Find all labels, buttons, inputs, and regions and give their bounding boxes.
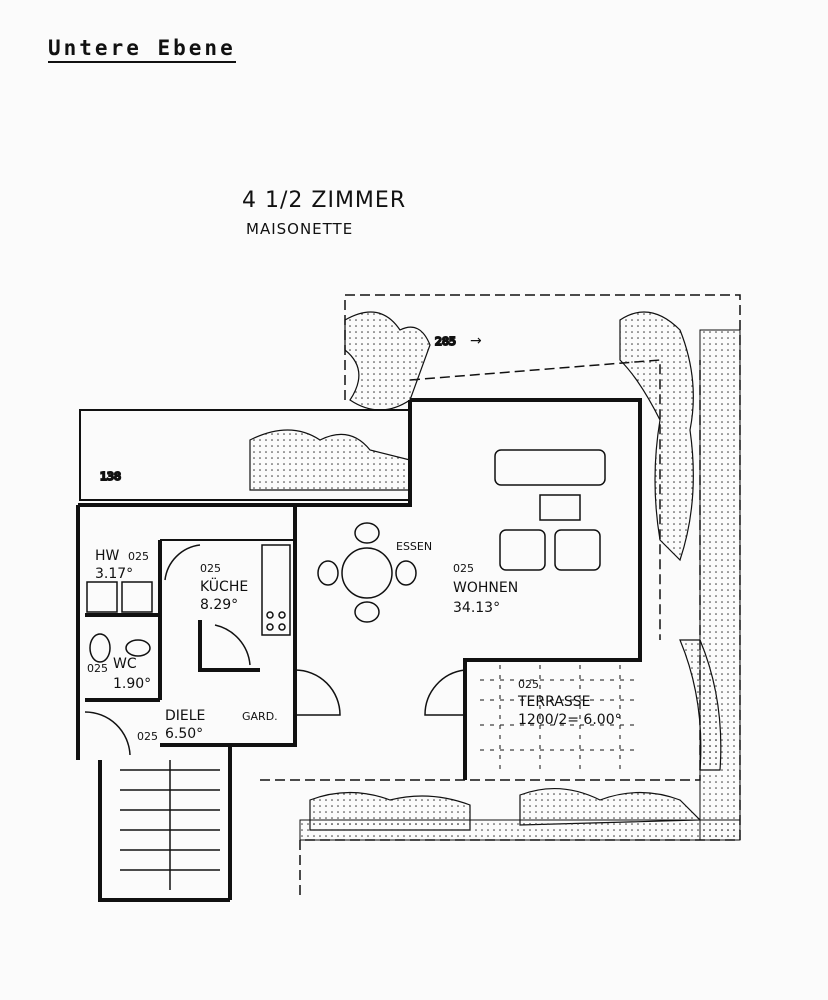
walls	[76, 398, 642, 902]
apartment-subtype: MAISONETTE	[246, 220, 354, 238]
room-height-hw: 025	[128, 550, 149, 563]
dining-table	[317, 522, 417, 623]
page-title: Untere Ebene	[48, 36, 236, 63]
planting	[249, 311, 722, 831]
sofa-set	[494, 449, 606, 571]
room-name-hw: HW	[95, 548, 120, 564]
room-name-diele: DIELE	[165, 708, 205, 724]
terrace-grid	[480, 665, 640, 775]
doors	[84, 544, 466, 756]
room-name-essen: ESSEN	[396, 540, 432, 553]
dimension-balcony-left: 138	[100, 470, 121, 483]
balcony	[79, 329, 741, 841]
apartment-type: 4 1/2 ZIMMER	[242, 188, 407, 213]
room-height-wc: 025	[87, 662, 108, 675]
room-name-kueche: KÜCHE	[200, 577, 248, 595]
room-height-wohnen: 025	[453, 562, 474, 575]
kitchen-counter	[86, 544, 291, 663]
room-area-kueche: 8.29°	[200, 597, 238, 613]
room-height-diele: 025	[137, 730, 158, 743]
room-area-wc: 1.90°	[113, 676, 151, 692]
room-name-wohnen: WOHNEN	[453, 580, 518, 596]
staircase	[120, 760, 220, 890]
dimension-balcony-top: 285	[435, 335, 456, 348]
room-name-wc: WC	[113, 656, 137, 672]
room-area-terrasse: 1200/2= 6.00°	[518, 712, 622, 728]
room-area-diele: 6.50°	[165, 726, 203, 742]
arrow-icon: →	[470, 333, 482, 349]
room-name-gard: GARD.	[242, 710, 278, 723]
room-height-kueche: 025	[200, 562, 221, 575]
room-area-wohnen: 34.13°	[453, 600, 500, 616]
room-height-terrasse: 025	[518, 678, 539, 691]
room-name-terrasse: TERRASSE	[517, 694, 590, 710]
room-area-hw: 3.17°	[95, 566, 133, 582]
